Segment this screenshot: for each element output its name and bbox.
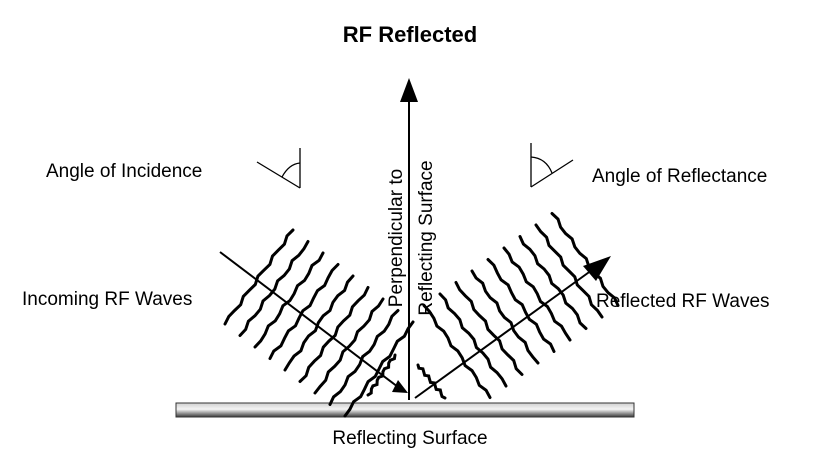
incoming-waves-label: Incoming RF Waves	[22, 289, 192, 310]
diagram-title: RF Reflected	[343, 22, 477, 47]
reflected-wavefront-2	[422, 304, 492, 399]
perpendicular-label-line2: Reflecting Surface	[416, 160, 437, 315]
angle-reflectance-icon	[530, 143, 574, 188]
reflected-ray	[414, 269, 593, 399]
perpendicular-label-line1: Perpendicular to	[386, 169, 407, 307]
incoming-wavefront-9	[343, 320, 415, 418]
reflected-wavefront-6	[486, 258, 556, 353]
incoming-wavefront-2	[238, 240, 310, 337]
incoming-arrowhead	[392, 380, 408, 393]
reflected-wavefront-4	[454, 281, 524, 376]
incoming-wavefront-6	[298, 286, 370, 383]
reflected-wavefront-10	[550, 212, 620, 307]
reflected-wavefront-8	[518, 235, 588, 330]
angle-incidence-label: Angle of Incidence	[46, 161, 202, 182]
reflected-wavefront-1	[416, 363, 447, 400]
reflected-wavefront-7	[502, 246, 572, 342]
reflected-arrowhead	[583, 256, 611, 281]
incoming-wavefront-1	[223, 228, 295, 326]
incoming-wavefronts	[223, 228, 415, 418]
angle-reflectance-label: Angle of Reflectance	[592, 166, 767, 187]
incoming-wavefront-3	[253, 251, 325, 349]
reflected-wavefront-5	[470, 269, 540, 365]
normal-arrowhead	[400, 78, 418, 102]
reflected-wavefronts	[416, 212, 620, 400]
reflecting-surface-bar	[175, 402, 635, 418]
incoming-wavefront-8	[328, 309, 400, 406]
incoming-wavefront-5	[283, 274, 355, 372]
incoming-ray	[219, 251, 399, 388]
reflected-wavefront-9	[534, 223, 604, 319]
reflected-waves-label: Reflected RF Waves	[596, 291, 770, 312]
reflected-wavefront-3	[438, 292, 508, 388]
incoming-wavefront-7	[313, 297, 385, 395]
angle-incidence-icon	[256, 148, 301, 189]
incoming-wavefront-4	[268, 263, 340, 360]
surface-label: Reflecting Surface	[332, 428, 487, 449]
